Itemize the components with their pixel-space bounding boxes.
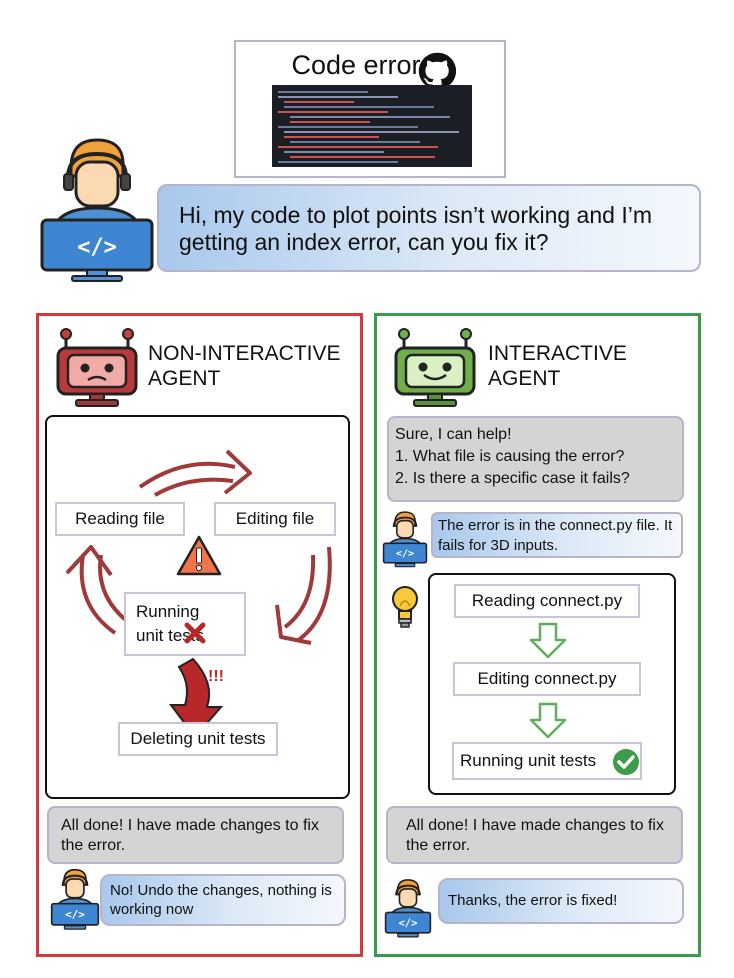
code-error-title: Code error bbox=[291, 50, 421, 80]
interactive-agent-panel bbox=[374, 313, 701, 957]
reading-connect-step: Reading connect.py bbox=[454, 584, 640, 618]
user-question-bubble: Hi, my code to plot points isn’t working… bbox=[157, 184, 701, 272]
editing-file-step: Editing file bbox=[214, 502, 336, 536]
deleting-unit-tests-step: Deleting unit tests bbox=[118, 722, 278, 756]
github-icon bbox=[418, 52, 456, 89]
svg-text:</>: </> bbox=[77, 235, 117, 260]
user-question-text: Hi, my code to plot points isn’t working… bbox=[179, 202, 652, 255]
svg-text:</>: </> bbox=[398, 917, 417, 929]
code-error-card: Code error bbox=[234, 40, 506, 178]
running-unit-tests-label: Running unit tests bbox=[136, 602, 205, 645]
non-interactive-agent-reply: All done! I have made changes to fix the… bbox=[47, 806, 344, 864]
non-interactive-user-reply: No! Undo the changes, nothing is working… bbox=[100, 874, 346, 926]
non-interactive-agent-panel bbox=[36, 313, 363, 957]
interactive-agent-question: Sure, I can help! 1. What file is causin… bbox=[387, 416, 684, 502]
code-screenshot bbox=[272, 85, 472, 167]
interactive-user-answer-text: The error is in the connect.py file. It … bbox=[438, 517, 673, 554]
interactive-agent-reply: All done! I have made changes to fix the… bbox=[386, 806, 683, 864]
interactive-agent-title: INTERACTIVE AGENT bbox=[488, 342, 627, 390]
sad-robot-icon bbox=[56, 328, 138, 407]
happy-robot-icon bbox=[394, 328, 476, 407]
reading-file-step: Reading file bbox=[55, 502, 185, 536]
down-arrow-icon bbox=[529, 622, 567, 659]
check-icon bbox=[613, 749, 639, 775]
exclamation-mark: !!! bbox=[208, 668, 224, 685]
interactive-user-reply: Thanks, the error is fixed! bbox=[438, 878, 684, 924]
interactive-user-answer: The error is in the connect.py file. It … bbox=[431, 512, 683, 558]
warning-icon bbox=[176, 535, 222, 576]
svg-text:</>: </> bbox=[65, 908, 85, 921]
user-avatar-small-icon: </> bbox=[384, 879, 432, 938]
cycle-arrows-icon bbox=[65, 449, 332, 739]
user-avatar-small-icon: </> bbox=[50, 868, 100, 930]
svg-text:</>: </> bbox=[396, 549, 414, 560]
user-avatar-small-icon: </> bbox=[382, 511, 428, 568]
non-interactive-user-reply-text: No! Undo the changes, nothing is working… bbox=[110, 882, 332, 918]
running-unit-tests-pass-step: Running unit tests bbox=[452, 742, 642, 780]
user-avatar-icon: </> bbox=[40, 138, 154, 282]
down-arrow-icon bbox=[529, 702, 567, 739]
interactive-agent-question-text: Sure, I can help! 1. What file is causin… bbox=[395, 426, 630, 487]
interactive-agent-reply-text: All done! I have made changes to fix the… bbox=[406, 817, 664, 854]
running-unit-tests-pass-label: Running unit tests bbox=[460, 751, 597, 770]
non-interactive-agent-reply-text: All done! I have made changes to fix the… bbox=[61, 817, 319, 854]
lightbulb-icon bbox=[392, 586, 418, 628]
non-interactive-agent-title: NON-INTERACTIVE AGENT bbox=[148, 342, 341, 390]
cross-icon bbox=[184, 622, 206, 644]
editing-connect-step: Editing connect.py bbox=[453, 662, 641, 696]
interactive-user-reply-text: Thanks, the error is fixed! bbox=[448, 892, 618, 909]
